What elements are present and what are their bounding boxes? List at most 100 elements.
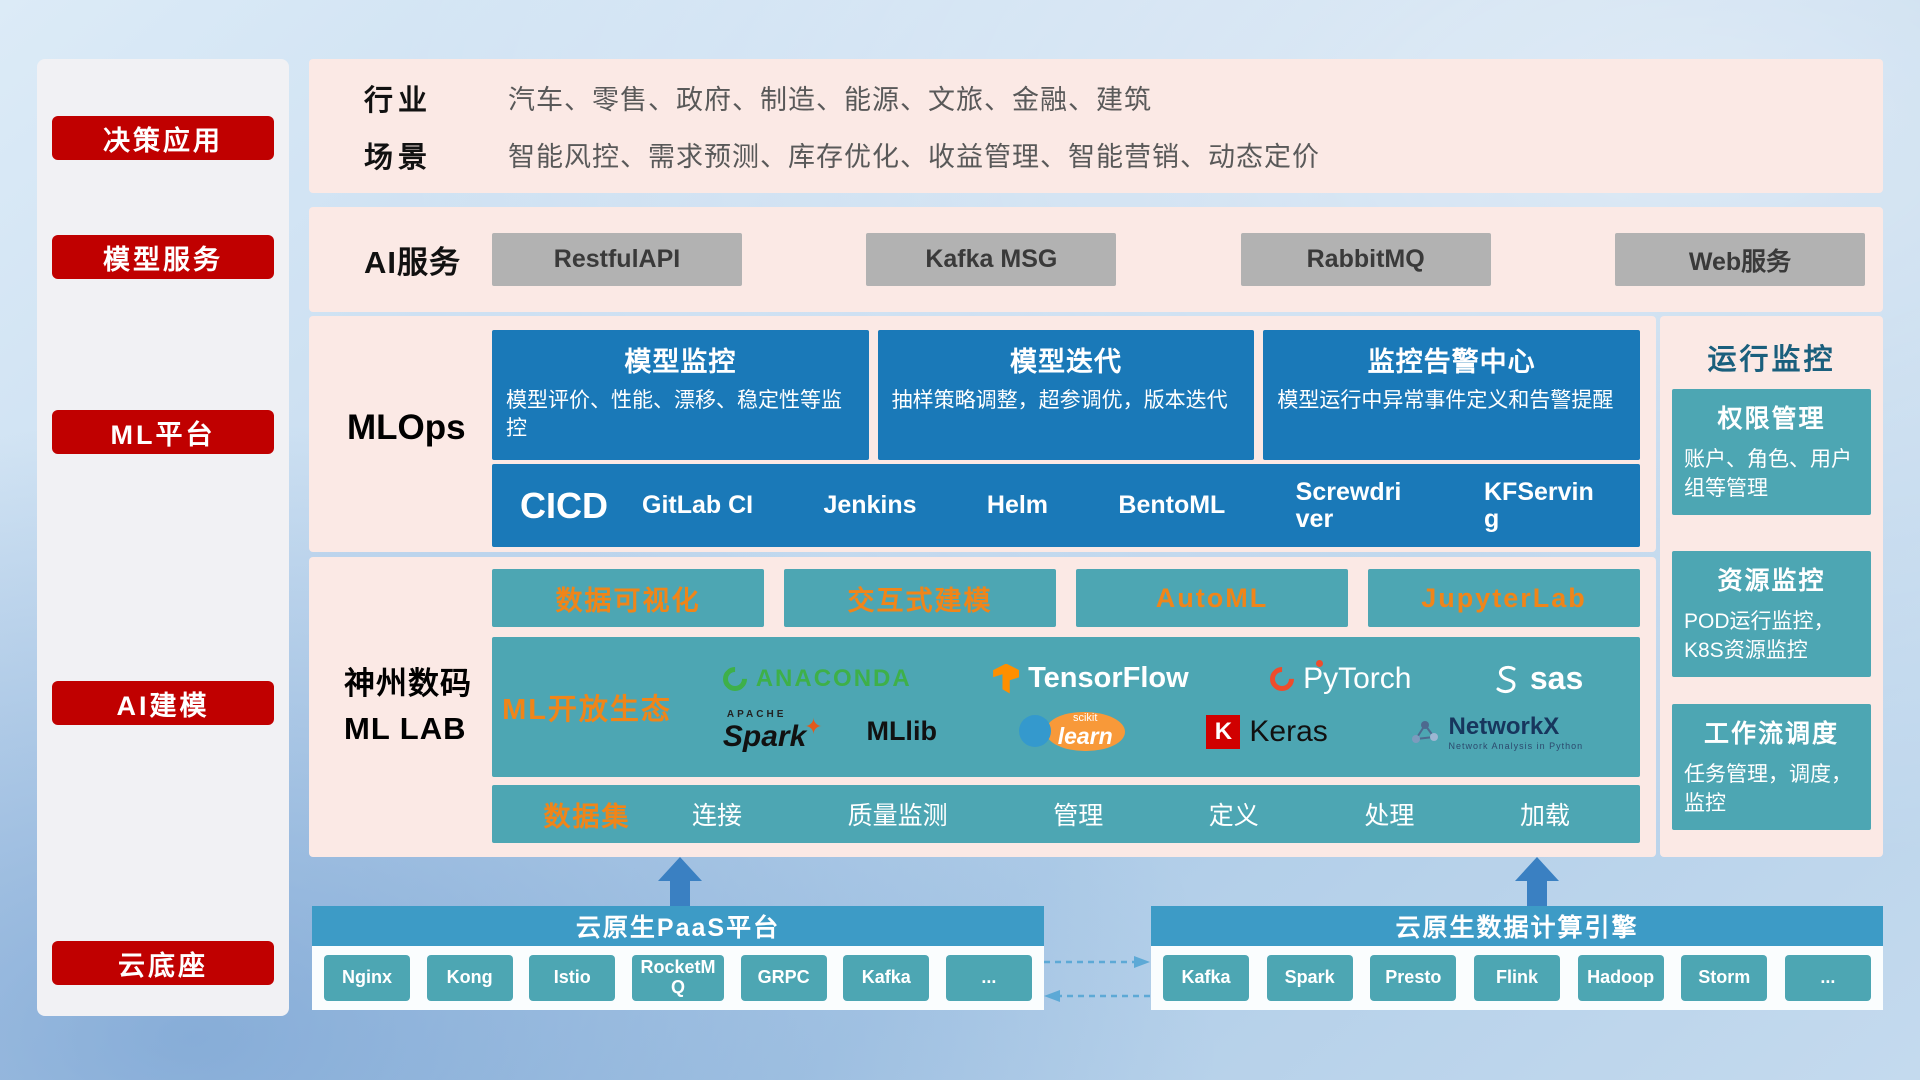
ecosystem-logos-row1: ANACONDA TensorFlow PyTorch: [682, 659, 1624, 697]
ml-open-ecosystem-box: ML开放生态 ANACONDA TensorFlow PyTorch: [492, 637, 1640, 777]
sas-logo: sas: [1493, 660, 1583, 697]
data-engine-header: 云原生数据计算引擎: [1151, 906, 1883, 946]
cicd-label: CICD: [520, 484, 608, 526]
card-desc: 任务管理，调度，监控: [1684, 763, 1852, 816]
dashed-arrow-left-head: [1044, 990, 1060, 1002]
sidebar-item-model-service: 模型服务: [52, 235, 274, 279]
kafka-msg-button: Kafka MSG: [866, 233, 1117, 286]
chip-hadoop: Hadoop: [1577, 955, 1664, 1001]
networkx-logo: NetworkX Network Analysis in Python: [1410, 713, 1584, 751]
restful-api-button: RestfulAPI: [492, 233, 742, 286]
mlops-cards: 模型监控 模型评价、性能、漂移、稳定性等监控 模型迭代 抽样策略调整，超参调优，…: [492, 330, 1641, 460]
card-title: 资源监控: [1717, 567, 1826, 595]
keras-logo: K Keras: [1206, 714, 1328, 749]
chip-spark: Spark: [1266, 955, 1353, 1001]
scene-row: 场景 智能风控、需求预测、库存优化、收益管理、智能营销、动态定价: [364, 134, 1883, 176]
alert-center-card: 监控告警中心 模型运行中异常事件定义和告警提醒: [1263, 330, 1641, 460]
cicd-bar: CICD GitLab CI Jenkins Helm BentoML Scre…: [492, 464, 1640, 547]
rabbitmq-button: RabbitMQ: [1240, 233, 1491, 286]
scikit-learn-logo: scikit learn: [1018, 711, 1125, 752]
jupyterlab-button: JupyterLab: [1368, 569, 1640, 627]
model-iteration-card: 模型迭代 抽样策略调整，超参调优，版本迭代: [877, 330, 1255, 460]
anaconda-logo: ANACONDA: [717, 661, 912, 696]
ecosystem-label: ML开放生态: [502, 694, 672, 726]
tensorflow-logo: TensorFlow: [993, 662, 1189, 695]
mlops-label: MLOps: [347, 408, 466, 447]
cicd-item-helm: Helm: [986, 491, 1049, 520]
pytorch-icon-dot: [1316, 659, 1324, 667]
dataset-items: 连接 质量监测 管理 定义 处理 加载: [682, 796, 1640, 832]
ml-lab-panel: 神州数码 ML LAB 数据可视化 交互式建模 AutoML JupyterLa…: [309, 557, 1656, 857]
networkx-text: NetworkX: [1448, 712, 1560, 740]
cicd-item-gitlab-ci: GitLab CI: [642, 491, 754, 520]
left-sidebar: 决策应用 模型服务 ML平台 AI建模 云底座: [37, 59, 289, 1016]
card-title: 模型迭代: [1010, 347, 1122, 377]
ml-lab-feature-buttons: 数据可视化 交互式建模 AutoML JupyterLab: [492, 569, 1640, 627]
spark-star-icon: ✦: [804, 714, 823, 739]
interactive-modeling-button: 交互式建模: [784, 569, 1056, 627]
chip-grpc: GRPC: [740, 955, 827, 1001]
card-desc: 账户、角色、用户组等管理: [1684, 448, 1852, 501]
mlops-panel: MLOps 模型监控 模型评价、性能、漂移、稳定性等监控 模型迭代 抽样策略调整…: [309, 316, 1656, 552]
networkx-icon: [1411, 720, 1438, 743]
ai-service-buttons: RestfulAPI Kafka MSG RabbitMQ Web服务: [492, 233, 1883, 286]
paas-items: Nginx Kong Istio RocketMQ GRPC Kafka ...: [312, 946, 1044, 1010]
cicd-item-jenkins: Jenkins: [823, 491, 917, 520]
chip-kafka2: Kafka: [1163, 955, 1249, 1001]
workflow-scheduling-card: 工作流调度 任务管理，调度，监控: [1672, 704, 1871, 830]
chip-more: ...: [945, 955, 1032, 1001]
card-desc: 抽样策略调整，超参调优，版本迭代: [891, 389, 1228, 412]
card-desc: 模型运行中异常事件定义和告警提醒: [1277, 389, 1614, 412]
dashed-arrow-right-head: [1134, 956, 1150, 968]
mllib-text: MLlib: [866, 716, 937, 746]
chip-more2: ...: [1784, 955, 1871, 1001]
automl-button: AutoML: [1076, 569, 1348, 627]
chip-rocketmq: RocketMQ: [631, 955, 724, 1001]
anaconda-text: ANACONDA: [755, 664, 912, 692]
pytorch-logo: PyTorch: [1265, 659, 1412, 696]
dataset-item-process: 处理: [1364, 802, 1415, 830]
cicd-item-screwdriver: Screwdriver: [1295, 478, 1402, 533]
chip-presto: Presto: [1370, 955, 1457, 1001]
paas-header: 云原生PaaS平台: [312, 906, 1044, 946]
data-engine-items: Kafka Spark Presto Flink Hadoop Storm ..…: [1151, 946, 1883, 1010]
cicd-items: GitLab CI Jenkins Helm BentoML Screwdriv…: [642, 479, 1640, 532]
dataset-item-connect: 连接: [692, 802, 743, 830]
sas-text: sas: [1529, 660, 1584, 696]
card-title: 工作流调度: [1703, 720, 1839, 748]
resource-monitoring-card: 资源监控 POD运行监控，K8S资源监控: [1672, 551, 1871, 677]
industry-row: 行业 汽车、零售、政府、制造、能源、文旅、金融、建筑: [364, 77, 1883, 119]
scene-list: 智能风控、需求预测、库存优化、收益管理、智能营销、动态定价: [508, 142, 1320, 172]
runtime-monitoring-title: 运行监控: [1707, 344, 1836, 376]
card-desc: POD运行监控，K8S资源监控: [1684, 610, 1835, 663]
learn-text: learn: [1057, 722, 1113, 749]
pytorch-text: PyTorch: [1303, 661, 1412, 695]
ml-lab-label-line2: ML LAB: [344, 710, 467, 746]
tensorflow-text: TensorFlow: [1028, 662, 1189, 694]
scene-label: 场景: [364, 141, 433, 174]
cicd-item-kfserving: KFServing: [1484, 478, 1594, 533]
data-visualization-button: 数据可视化: [492, 569, 764, 627]
sidebar-item-decision-application: 决策应用: [52, 116, 274, 160]
dataset-item-manage: 管理: [1053, 802, 1104, 830]
card-title: 权限管理: [1717, 405, 1826, 433]
ml-lab-label-line1: 神州数码: [344, 666, 472, 701]
networkx-subtitle: Network Analysis in Python: [1448, 740, 1584, 751]
decision-application-row: 行业 汽车、零售、政府、制造、能源、文旅、金融、建筑 场景 智能风控、需求预测、…: [309, 59, 1883, 193]
apache-text: APACHE: [726, 709, 787, 720]
industry-list: 汽车、零售、政府、制造、能源、文旅、金融、建筑: [508, 85, 1152, 115]
sas-swirl-icon: [1496, 665, 1516, 693]
ecosystem-logos: ANACONDA TensorFlow PyTorch: [682, 659, 1640, 754]
spark-logo: APACHE Spark ✦: [723, 709, 823, 754]
sidebar-item-ai-modeling: AI建模: [52, 681, 274, 725]
dataset-label: 数据集: [543, 801, 631, 832]
sidebar-item-ml-platform: ML平台: [52, 410, 274, 454]
keras-icon: K: [1206, 714, 1241, 749]
dataset-item-quality: 质量监测: [847, 802, 948, 830]
keras-text: Keras: [1249, 714, 1328, 748]
ecosystem-logos-row2: APACHE Spark ✦ MLlib scikit learn: [682, 709, 1624, 754]
dataset-item-load: 加载: [1519, 802, 1570, 830]
runtime-monitoring-panel: 运行监控 权限管理 账户、角色、用户组等管理 资源监控 POD运行监控，K8S资…: [1660, 316, 1883, 857]
ai-service-label: AI服务: [364, 245, 461, 280]
